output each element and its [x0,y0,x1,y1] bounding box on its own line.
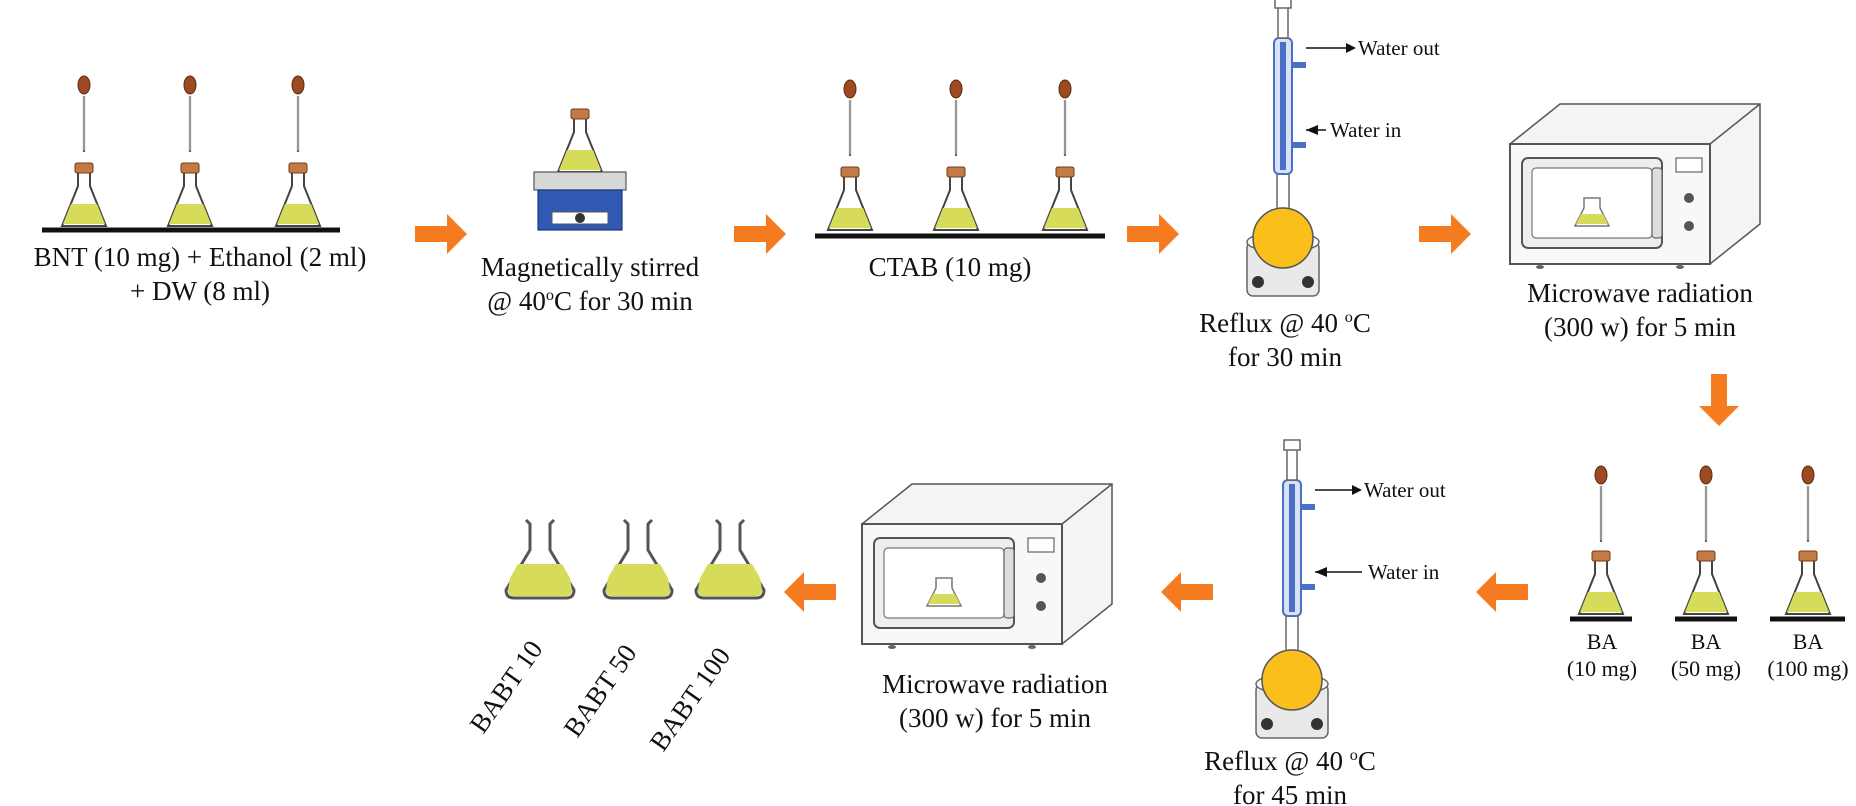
step2-caption: Magnetically stirred @ 40oC for 30 min [480,252,700,316]
flask-icon [1042,166,1088,231]
step7-caption: Reflux @ 40 oC for 45 min [1204,746,1376,806]
pipette-icon [182,74,198,154]
arrow-left-icon [1161,572,1213,612]
step3-flasks [815,78,1105,239]
ba-10-caption: BA (10 mg) [1566,629,1638,681]
arrow-left-icon [784,572,836,612]
pipette-icon [948,78,964,158]
pipette-icon [76,74,92,154]
flask-icon [167,162,213,227]
pipette-icon [1057,78,1073,158]
flask-icon [557,108,603,173]
arrow-right-icon [734,214,786,254]
arrow-right-icon [1127,214,1179,254]
flask-icon [827,166,873,231]
step7-water-in-label: Water in [1368,560,1440,584]
reflux-apparatus-icon [1255,439,1329,739]
step1-caption: BNT (10 mg) + Ethanol (2 ml) + DW (8 ml) [33,242,367,306]
step2-stirrer [533,108,627,231]
flask-icon [933,166,979,231]
product-flask-icon [694,518,766,600]
arrow-right-icon [1419,214,1471,254]
ba-100-caption: BA (100 mg) [1767,629,1849,681]
step4-caption: Reflux @ 40 oC for 30 min [1199,308,1371,372]
step7-reflux [1255,439,1362,739]
step9-products [504,518,766,600]
step6-ba-flasks [1570,464,1845,622]
arrow-right-icon [415,214,467,254]
flask-icon [61,162,107,227]
pipette-icon [842,78,858,158]
flask-icon [1683,550,1729,615]
arrow-left-icon [1476,572,1528,612]
step7-water-out-label: Water out [1364,478,1446,502]
step8-caption: Microwave radiation (300 w) for 5 min [882,669,1108,733]
product-flask-icon [504,518,576,600]
ba-50-caption: BA (50 mg) [1670,629,1742,681]
magnetic-stirrer-icon [533,171,627,231]
pipette-icon [1698,464,1714,544]
step5-caption: Microwave radiation (300 w) for 5 min [1527,278,1753,342]
step4-water-in-label: Water in [1330,118,1402,142]
flask-icon [1785,550,1831,615]
step1-flasks [42,74,340,233]
product-flask-icon [602,518,674,600]
pipette-icon [290,74,306,154]
step4-reflux [1246,0,1356,297]
step4-water-out-label: Water out [1358,36,1440,60]
flask-icon [1578,550,1624,615]
microwave-icon [1509,103,1761,270]
flask-icon [275,162,321,227]
pipette-icon [1800,464,1816,544]
reflux-apparatus-icon [1246,0,1320,297]
pipette-icon [1593,464,1609,544]
step3-caption: CTAB (10 mg) [868,252,1032,282]
arrow-down-icon [1699,374,1739,426]
microwave-icon [861,483,1113,650]
